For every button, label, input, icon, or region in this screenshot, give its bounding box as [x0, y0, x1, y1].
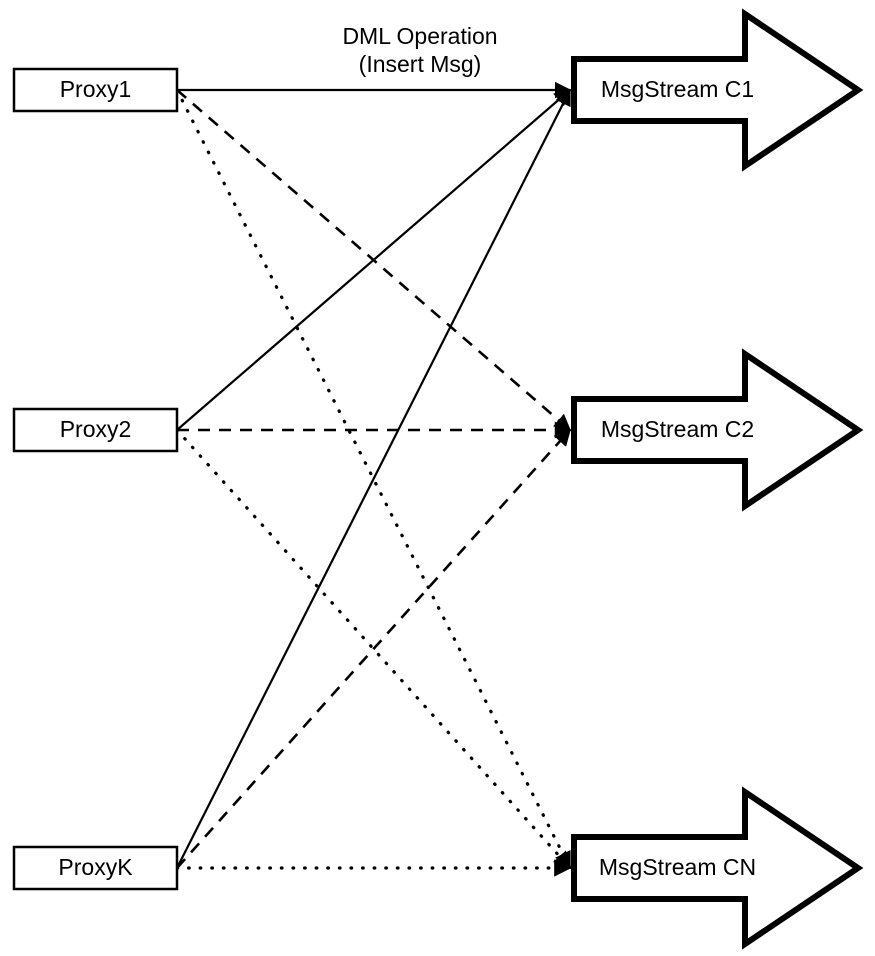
block-arrow-shape: [571, 8, 864, 172]
proxy-label: Proxy1: [60, 76, 132, 102]
proxy-label: ProxyK: [58, 854, 133, 880]
msgstream-label: MsgStream CN: [599, 854, 756, 880]
msgstream-node-c1[interactable]: MsgStream C1: [571, 8, 864, 172]
edge-label-line-2: (Insert Msg): [359, 51, 482, 77]
link-proxyk-to-stream_c2[interactable]: [176, 428, 571, 869]
link-layer: [175, 81, 572, 877]
block-arrow-shape: [571, 348, 864, 512]
msgstream-node-cn[interactable]: MsgStream CN: [571, 786, 864, 950]
proxy-node-proxyk[interactable]: ProxyK: [12, 845, 179, 891]
msgstream-label: MsgStream C2: [601, 416, 754, 442]
block-arrow-shape: [571, 786, 864, 950]
edge-label-line-1: DML Operation: [342, 23, 497, 49]
proxy-box: [12, 845, 179, 891]
proxy-box: [12, 407, 179, 453]
link-proxy2-to-stream_c1[interactable]: [176, 89, 572, 431]
proxy-box: [12, 67, 179, 113]
link-proxyk-to-stream_c1[interactable]: [176, 88, 571, 869]
msgstream-label: MsgStream C1: [601, 76, 754, 102]
msgstream-node-c2[interactable]: MsgStream C2: [571, 348, 864, 512]
proxy-node-proxy2[interactable]: Proxy2: [12, 407, 179, 453]
proxy-label: Proxy2: [60, 416, 132, 442]
stream-layer: MsgStream C1 MsgStream C2 MsgStream CN: [571, 8, 864, 950]
edge-label-group: DML Operation (Insert Msg): [342, 23, 497, 77]
proxy-node-proxy1[interactable]: Proxy1: [12, 67, 179, 113]
